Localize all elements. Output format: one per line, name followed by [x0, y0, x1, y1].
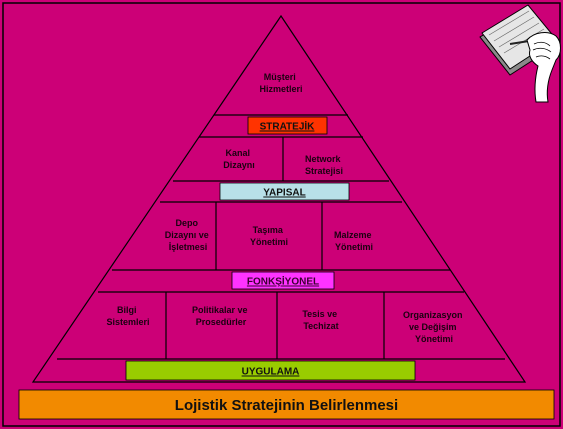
functional-cell-warehouse: Depo Dizaynı ve İşletmesi — [165, 218, 212, 252]
structural-cell-channel-design: Kanal Dizaynı — [223, 148, 255, 170]
slide-title: Lojistik Stratejinin Belirlenmesi — [175, 397, 398, 414]
functional-cell-transport: Taşıma Yönetimi — [250, 225, 288, 247]
implementation-cell-information-systems: Bilgi Sistemleri — [106, 305, 149, 327]
hand-writing-in-notebook-icon — [479, 4, 561, 103]
functional-cell-materials: Malzeme Yönetimi — [334, 230, 374, 252]
pyramid-top-label: Müşteri Hizmetleri — [259, 72, 302, 94]
implementation-cell-policies: Politikalar ve Prosedürler — [192, 305, 250, 327]
implementation-band-label: UYGULAMA — [242, 367, 300, 378]
implementation-cell-facilities: Tesis ve Techizat — [302, 309, 339, 331]
implementation-cell-organization: Organizasyon ve Değişim Yönetimi — [403, 310, 465, 344]
functional-band — [231, 271, 335, 290]
functional-band-label: FONKŞİYONEL — [247, 275, 319, 288]
strategic-band — [247, 116, 328, 135]
implementation-band — [125, 360, 416, 381]
title-band — [18, 389, 555, 420]
structural-cell-network-strategy: Network Stratejisi — [305, 154, 343, 176]
structural-band-label: YAPISAL — [263, 188, 305, 199]
structural-band — [219, 182, 350, 201]
pyramid-outline — [31, 14, 527, 383]
strategic-band-label: STRATEJİK — [260, 120, 316, 133]
